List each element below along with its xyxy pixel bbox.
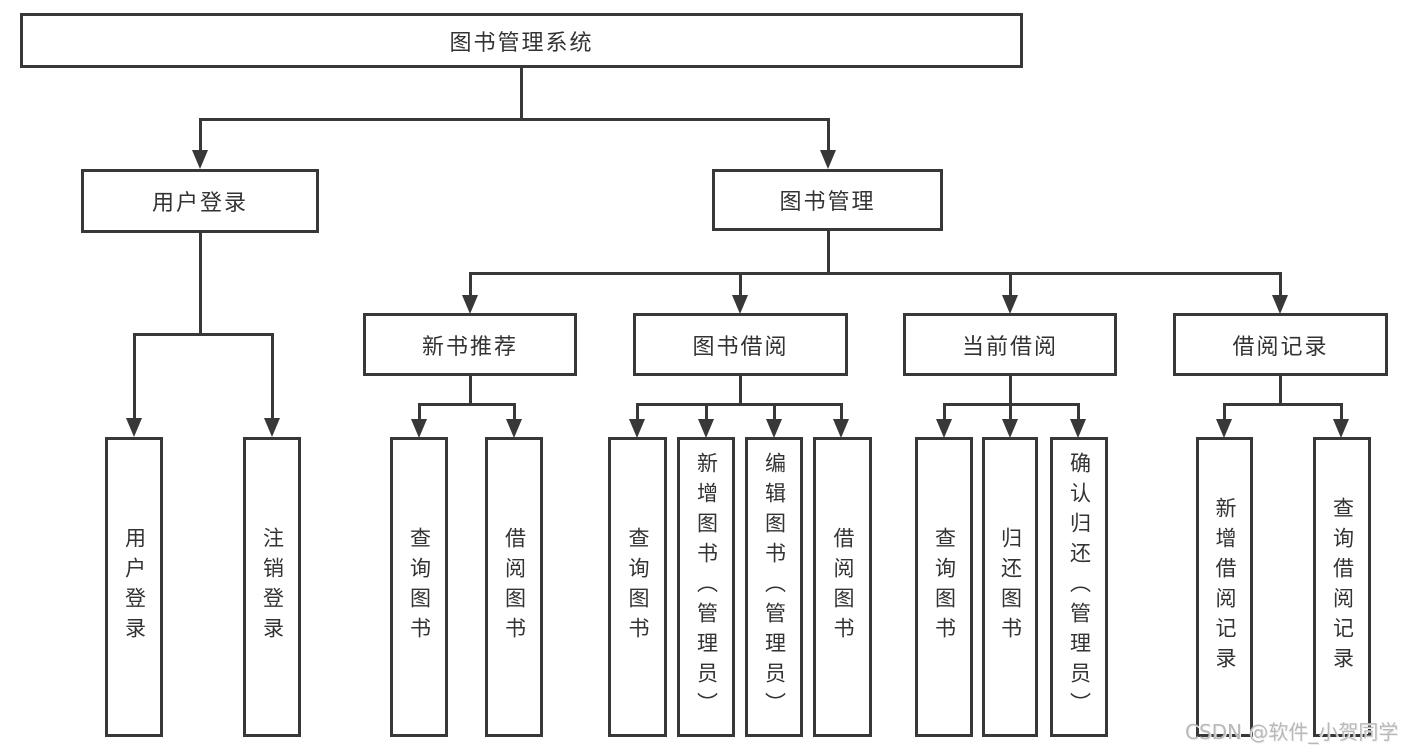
node-label: 当前借阅 [961, 334, 1058, 360]
leaf-label: 新增图书（管理员） [694, 452, 719, 722]
leaf-label: 查询图书 [407, 527, 432, 647]
connector-to-bookborrow [739, 272, 742, 297]
connector-to-leaf-query2 [636, 403, 639, 420]
leaf-label: 确认归还（管理员） [1067, 452, 1092, 722]
node-label: 图书管理系统 [449, 30, 594, 56]
leaf-label: 归还图书 [998, 527, 1023, 647]
arrowhead-leaf-borrow2 [833, 419, 849, 438]
leaf-borrow-books-recommend: 借阅图书 [485, 437, 543, 737]
leaf-query-books-recommend: 查询图书 [390, 437, 448, 737]
leaf-label: 借阅图书 [831, 527, 855, 647]
connector-to-leaf-query3 [943, 403, 946, 420]
arrowhead-leaf-user-login [126, 418, 142, 437]
connector-root-stub [520, 68, 523, 120]
arrowhead-currentborrow [1002, 295, 1018, 314]
connector-bookborrow-hline [636, 403, 843, 406]
leaf-label: 编辑图书（管理员） [762, 452, 787, 722]
connector-root-to-userlogin [199, 118, 202, 152]
arrowhead-userlogin [192, 150, 208, 169]
arrowhead-leaf-query2 [629, 419, 645, 438]
arrowhead-leaf-borrow1 [506, 419, 522, 438]
node-borrowing-records: 借阅记录 [1173, 313, 1388, 376]
arrowhead-borrowrecords [1272, 295, 1288, 314]
connector-to-leaf-return [1009, 403, 1012, 420]
arrowhead-newbook [462, 295, 478, 314]
connector-newbook-stub [469, 376, 472, 406]
node-label: 图书借阅 [692, 334, 789, 360]
arrowhead-bookmgmt [820, 150, 836, 169]
connector-root-hline [199, 118, 830, 121]
leaf-edit-books-admin: 编辑图书（管理员） [745, 437, 803, 737]
leaf-label: 注销登录 [260, 527, 285, 647]
node-library-management-system: 图书管理系统 [20, 13, 1023, 68]
connector-to-leaf-query1 [418, 403, 421, 420]
leaf-return-books: 归还图书 [982, 437, 1038, 737]
connector-to-leaf-editbook [773, 403, 776, 420]
connector-newbook-hline [418, 403, 516, 406]
leaf-user-login: 用户登录 [105, 437, 163, 737]
connector-to-leaf-borrow2 [840, 403, 843, 420]
leaf-add-borrow-record: 新增借阅记录 [1196, 437, 1253, 737]
connector-to-leaf-logout [271, 333, 274, 419]
node-new-book-recommendation: 新书推荐 [363, 313, 577, 376]
leaf-label: 新增借阅记录 [1213, 497, 1237, 677]
connector-bookmgmt-hline [469, 272, 1282, 275]
leaf-label: 查询图书 [626, 527, 650, 647]
connector-to-currentborrow [1009, 272, 1012, 297]
arrowhead-leaf-query1 [411, 419, 427, 438]
leaf-label: 查询借阅记录 [1330, 497, 1355, 677]
leaf-confirm-return-admin: 确认归还（管理员） [1050, 437, 1108, 737]
arrowhead-leaf-queryrecord [1333, 419, 1349, 438]
connector-to-leaf-borrow1 [513, 403, 516, 420]
connector-to-leaf-addbook [705, 403, 708, 420]
arrowhead-leaf-editbook [766, 419, 782, 438]
leaf-add-books-admin: 新增图书（管理员） [677, 437, 735, 737]
connector-bookmgmt-stub [827, 231, 830, 275]
connector-to-borrowrecords [1279, 272, 1282, 297]
leaf-logout: 注销登录 [243, 437, 301, 737]
node-book-borrowing: 图书借阅 [633, 313, 848, 376]
arrowhead-bookborrow [732, 295, 748, 314]
node-current-borrowing: 当前借阅 [903, 313, 1117, 376]
leaf-label: 借阅图书 [502, 527, 527, 647]
connector-to-leaf-confirmreturn [1077, 403, 1080, 420]
arrowhead-leaf-addbook [698, 419, 714, 438]
node-label: 新书推荐 [421, 334, 518, 360]
arrowhead-leaf-addrecord [1216, 419, 1232, 438]
connector-borrowrecords-hline [1223, 403, 1343, 406]
connector-bookborrow-stub [739, 376, 742, 406]
leaf-query-books-current: 查询图书 [915, 437, 973, 737]
connector-to-leaf-addrecord [1223, 403, 1226, 420]
connector-to-leaf-queryrecord [1340, 403, 1343, 420]
connector-currentborrow-stub [1009, 376, 1012, 406]
leaf-query-books-borrowing: 查询图书 [608, 437, 667, 737]
leaf-label: 用户登录 [122, 527, 147, 647]
arrowhead-leaf-query3 [936, 419, 952, 438]
connector-userlogin-stub [199, 233, 202, 336]
arrowhead-leaf-confirmreturn [1070, 419, 1086, 438]
leaf-borrow-books-borrowing: 借阅图书 [813, 437, 872, 737]
connector-borrowrecords-stub [1279, 376, 1282, 406]
leaf-query-borrow-record: 查询借阅记录 [1313, 437, 1371, 737]
connector-to-leaf-user-login [133, 333, 136, 419]
node-label: 图书管理 [779, 190, 876, 215]
connector-root-to-bookmgmt [827, 118, 830, 152]
node-label: 用户登录 [151, 191, 248, 216]
node-label: 借阅记录 [1232, 334, 1329, 360]
connector-to-newbook [469, 272, 472, 297]
connector-userlogin-hline [133, 333, 274, 336]
watermark-text: CSDN @软件_小贺同学 [1185, 720, 1399, 744]
arrowhead-leaf-return [1002, 419, 1018, 438]
node-book-management: 图书管理 [712, 169, 943, 231]
node-user-login: 用户登录 [81, 169, 319, 233]
leaf-label: 查询图书 [932, 527, 957, 647]
arrowhead-leaf-logout [264, 418, 280, 437]
